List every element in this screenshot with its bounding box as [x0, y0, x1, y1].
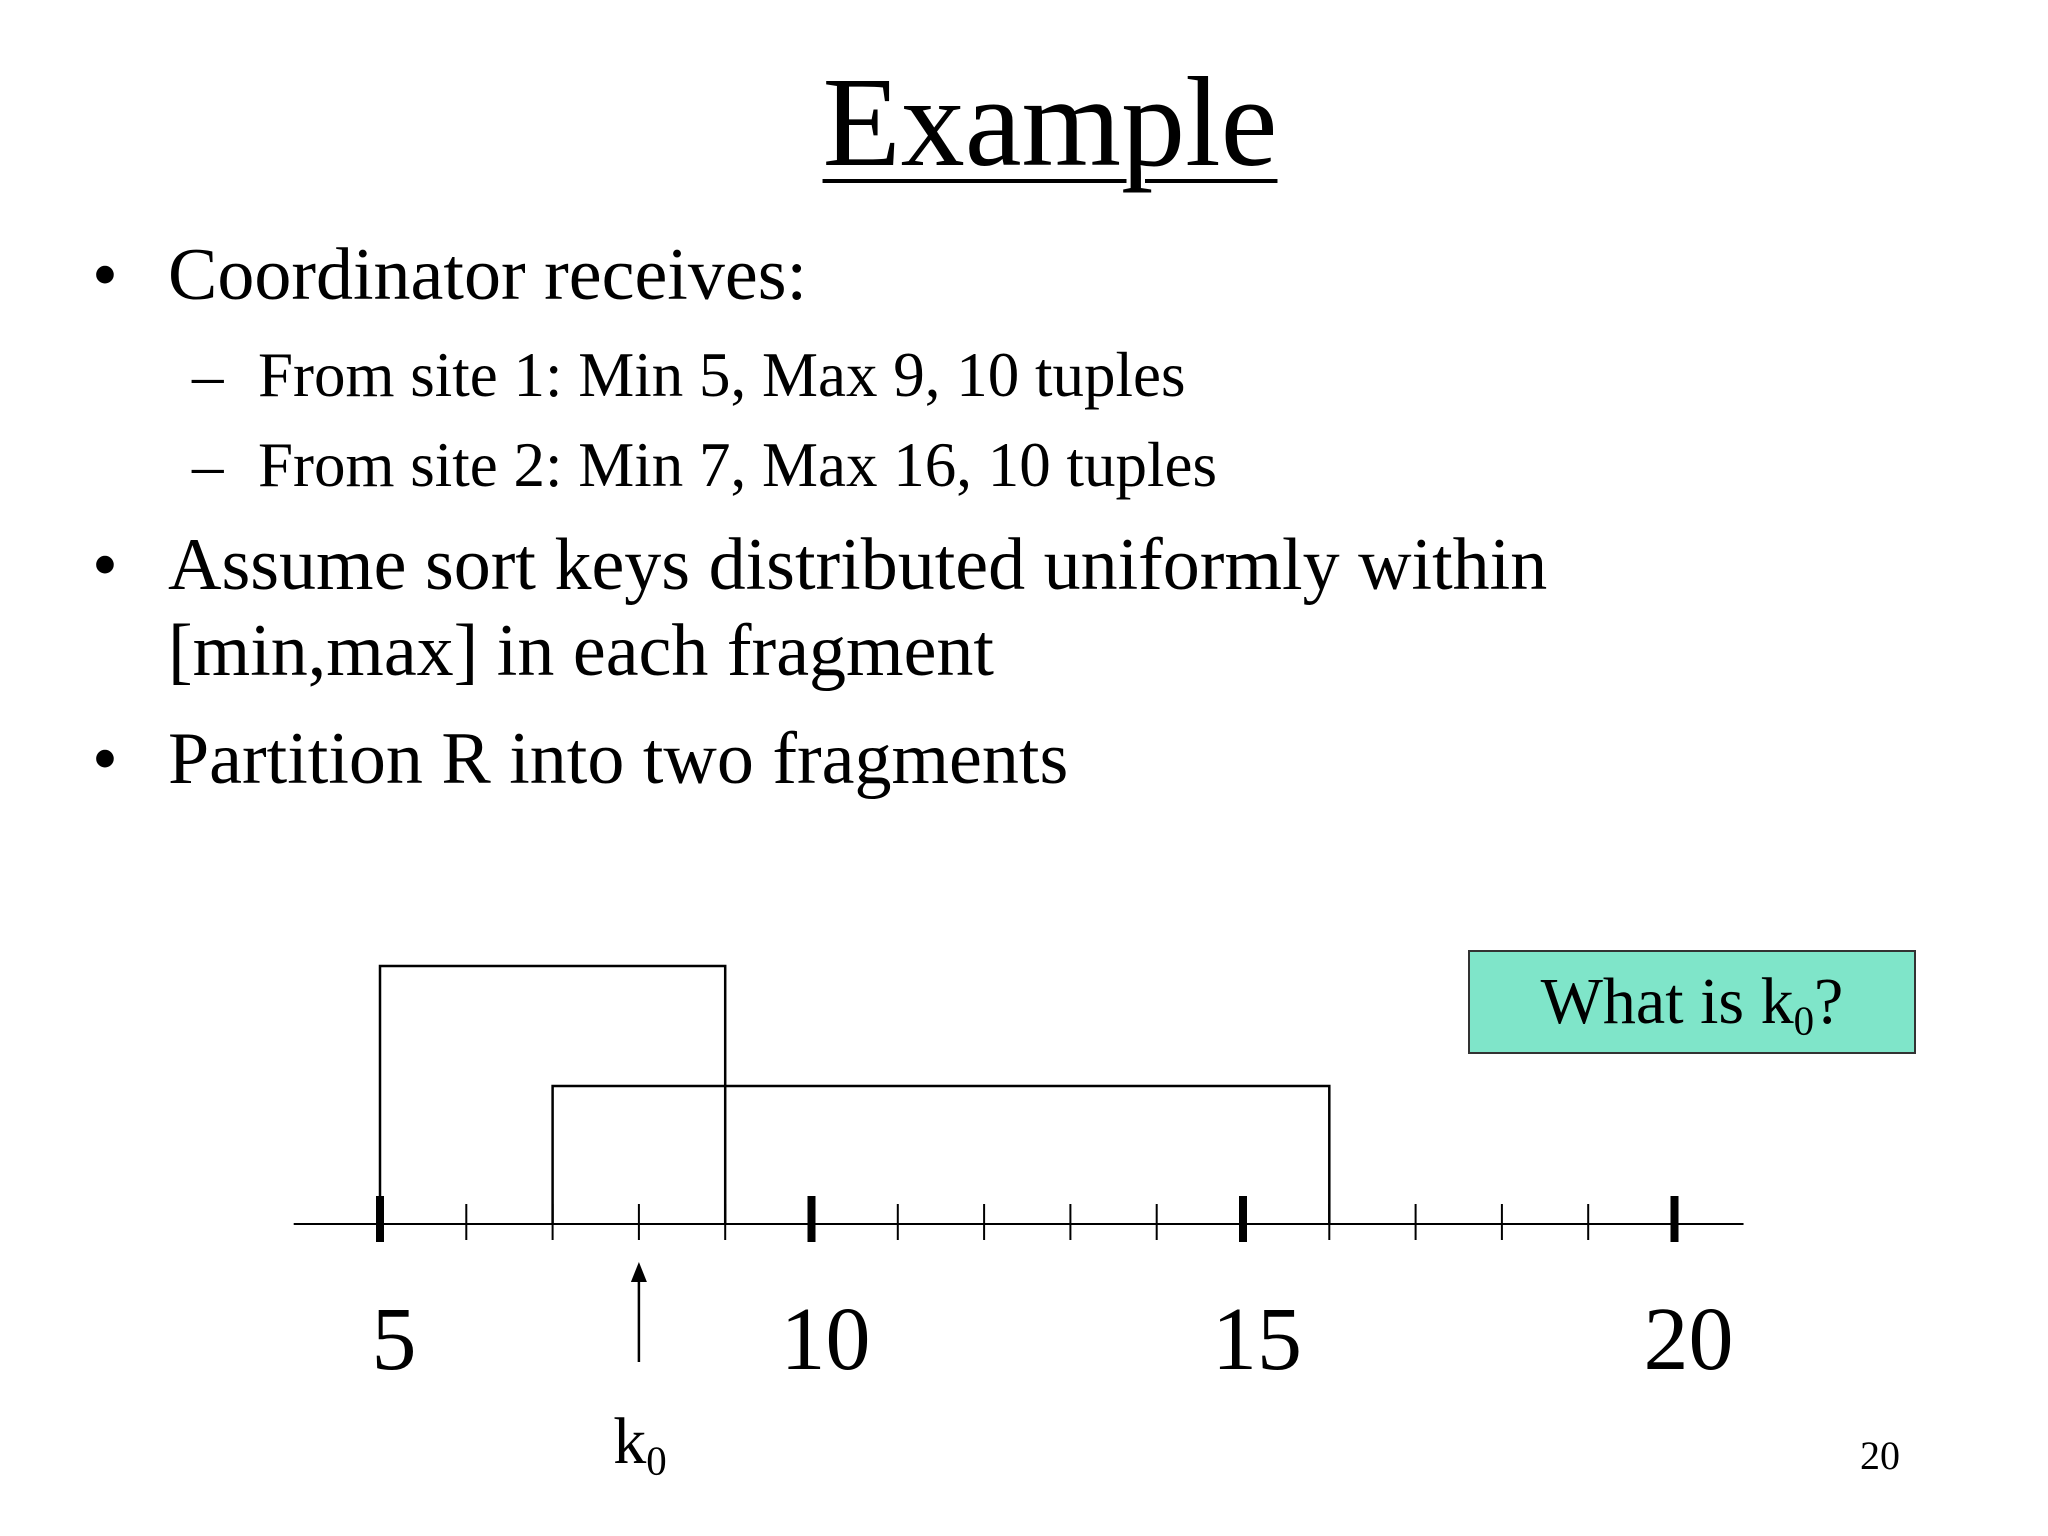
bullet-text-coordinator: Coordinator receives:	[168, 234, 808, 316]
bullet-text-partition: Partition R into two fragments	[168, 718, 1069, 800]
callout-subscript: 0	[1793, 998, 1815, 1044]
callout-text: What is k	[1540, 965, 1794, 1038]
bullet-marker: •	[92, 234, 118, 316]
range-diagram	[293, 964, 1744, 1362]
sub-bullet-site-2: From site 2: Min 7, Max 16, 10 tuples	[258, 430, 1217, 500]
axis-label-20: 20	[1643, 1290, 1734, 1389]
bullet-list: • Coordinator receives: – From site 1: M…	[92, 234, 1548, 800]
bullet-marker: •	[92, 718, 118, 800]
major-ticks	[376, 1196, 1679, 1242]
bullet-text-assume-line-1: Assume sort keys distributed uniformly w…	[168, 524, 1548, 606]
k0-label-base: k	[613, 1405, 647, 1478]
page-number: 20	[1860, 1433, 1900, 1478]
sub-bullet-marker: –	[192, 430, 224, 500]
minor-ticks	[465, 1204, 1590, 1240]
callout-suffix: ?	[1814, 965, 1844, 1038]
fragment-bracket-site-1	[378, 964, 727, 1224]
axis-label-15: 15	[1212, 1290, 1302, 1389]
k0-label-subscript: 0	[646, 1438, 667, 1484]
bullet-marker: •	[92, 524, 118, 606]
slide-title: Example	[822, 51, 1278, 193]
fragment-bracket-site-2	[551, 1084, 1331, 1224]
bullet-text-assume-line-2: [min,max] in each fragment	[168, 610, 994, 692]
k0-arrow-icon	[630, 1262, 647, 1362]
k0-label: k0	[560, 1400, 720, 1484]
axis-label-10: 10	[780, 1290, 871, 1389]
axis-label-5: 5	[371, 1290, 417, 1389]
sub-bullet-marker: –	[192, 340, 224, 410]
question-callout: What is k0?	[1468, 950, 1916, 1054]
sub-bullet-site-1: From site 1: Min 5, Max 9, 10 tuples	[258, 340, 1186, 410]
